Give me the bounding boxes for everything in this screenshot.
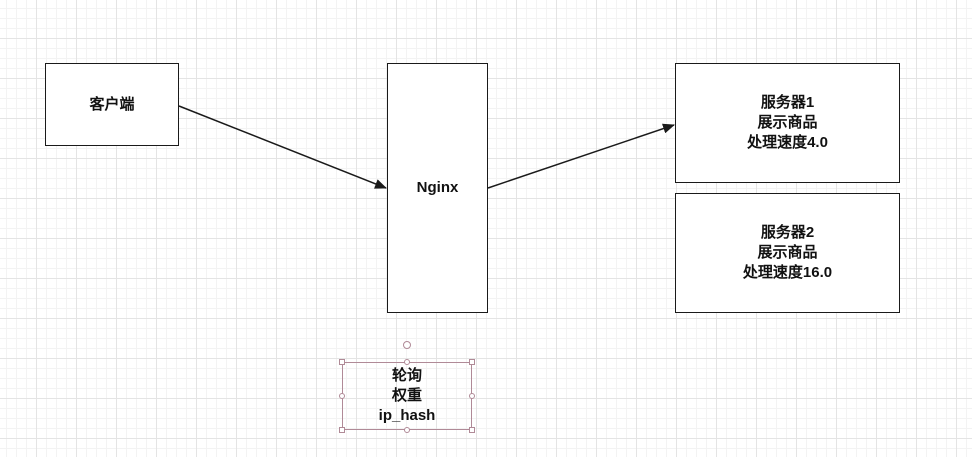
resize-handle-bottom[interactable] xyxy=(404,427,410,433)
resize-handle-left[interactable] xyxy=(339,393,345,399)
arrow-client-to-nginx[interactable] xyxy=(178,105,387,189)
resize-handle-top[interactable] xyxy=(404,359,410,365)
rotate-handle[interactable] xyxy=(403,341,411,349)
server-1-name: 服务器1 xyxy=(760,94,815,111)
resize-handle-bottom-left[interactable] xyxy=(339,427,345,433)
nginx-node[interactable]: Nginx xyxy=(387,63,488,313)
server-2-speed: 处理速度16.0 xyxy=(742,264,833,281)
nginx-label: Nginx xyxy=(416,179,459,196)
strategy-weight: 权重 xyxy=(391,387,422,404)
strategy-round-robin: 轮询 xyxy=(391,367,422,384)
resize-handle-top-left[interactable] xyxy=(339,359,345,365)
server-1-role: 展示商品 xyxy=(757,114,818,131)
strategy-text-box[interactable]: 轮询 权重 ip_hash xyxy=(342,362,472,430)
server-2-role: 展示商品 xyxy=(757,244,818,261)
client-node[interactable]: 客户端 xyxy=(45,63,179,146)
resize-handle-bottom-right[interactable] xyxy=(469,427,475,433)
server-2-name: 服务器2 xyxy=(760,224,815,241)
resize-handle-right[interactable] xyxy=(469,393,475,399)
arrow-nginx-to-server1[interactable] xyxy=(487,123,675,189)
server-1-node[interactable]: 服务器1 展示商品 处理速度4.0 xyxy=(675,63,900,183)
strategy-ip-hash: ip_hash xyxy=(378,407,436,424)
server-1-speed: 处理速度4.0 xyxy=(747,134,828,151)
server-2-node[interactable]: 服务器2 展示商品 处理速度16.0 xyxy=(675,193,900,313)
resize-handle-top-right[interactable] xyxy=(469,359,475,365)
client-label: 客户端 xyxy=(89,95,135,113)
